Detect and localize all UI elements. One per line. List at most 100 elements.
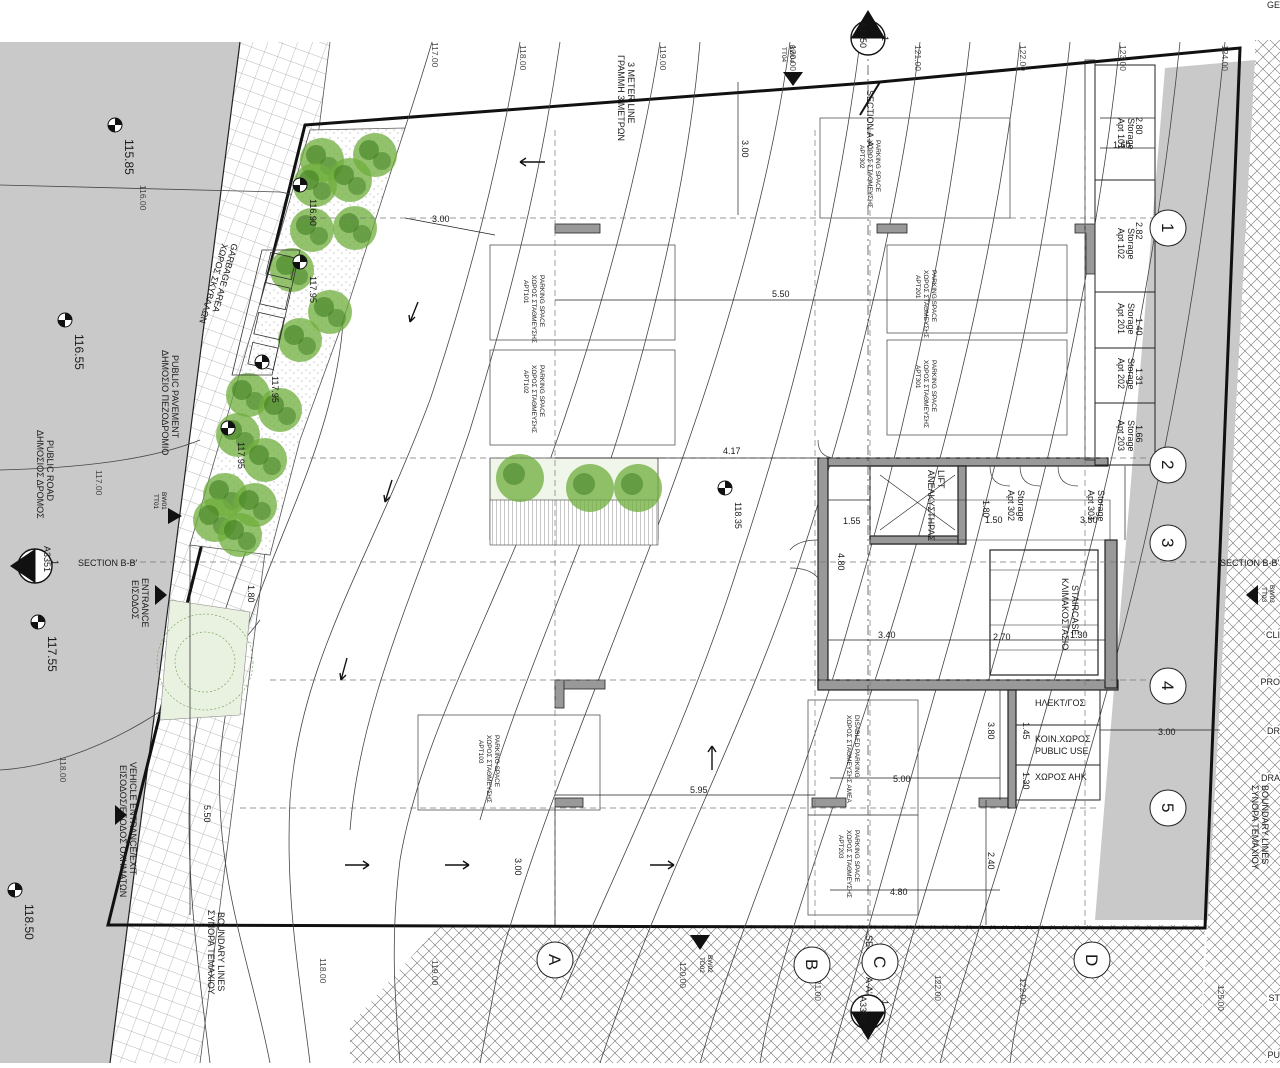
svg-text:Apt 202: Apt 202 [1116,358,1126,389]
tree-icon [328,158,372,202]
parking-labels: PARKING SPACE ΧΩΡΟΣ ΣΤΑΘΜΕΥΣΗΣ APT101 PA… [477,140,937,898]
contour-label: 120.00 [788,45,798,71]
svg-text:4.80: 4.80 [890,887,908,897]
svg-text:ΧΩΡΟΣ ΣΤΑΘΜΕΥΣΗΣ: ΧΩΡΟΣ ΣΤΑΘΜΕΥΣΗΣ [922,270,929,338]
svg-text:PARKING SPACE: PARKING SPACE [874,140,881,193]
svg-text:1.66: 1.66 [1134,425,1144,443]
svg-text:PARKING SPACE: PARKING SPACE [493,735,500,788]
elevation-marker: 115.85 [107,117,136,175]
contour-label: 116.00 [138,185,148,211]
svg-text:115.85: 115.85 [122,139,136,175]
section-symbol-left: 1 A3351 [10,546,60,584]
contour-label: 119.00 [430,960,440,986]
grid-bubble-number: 3 [1149,524,1187,562]
section-symbol-bottom: 1 A3350 [850,994,890,1040]
tree-icon [496,454,544,502]
trees [193,133,397,557]
elevation-marker: 117.55 [30,614,59,672]
elevation-marker: 118.35 [717,480,743,529]
lift-label-gr: ΑΝΕΛΚΥΣΤΗΡΑΣ [926,470,936,541]
elevation-marker: 118.50 [7,882,36,940]
svg-text:3: 3 [1158,538,1177,547]
svg-text:3.00: 3.00 [1158,727,1176,737]
svg-text:2.70: 2.70 [993,632,1011,642]
svg-text:ΧΩΡΟΣ ΣΤΑΘΜΕΥΣΗΣ: ΧΩΡΟΣ ΣΤΑΘΜΕΥΣΗΣ [922,360,929,428]
svg-text:Apt 301: Apt 301 [1086,490,1096,521]
building-core [817,59,1119,809]
svg-text:APT101: APT101 [522,280,529,304]
svg-text:BW01: BW01 [160,492,167,510]
contour-label: 125.00 [1216,985,1226,1011]
contour-labels: 116.00 117.00 117.00 118.00 118.00 119.0… [58,42,1230,1011]
svg-text:Storage: Storage [1126,118,1136,150]
svg-text:A: A [545,954,564,966]
contour-label: 120.00 [678,962,688,988]
svg-text:BW02: BW02 [706,955,713,973]
staircase-label: STAIRCASE [1070,585,1080,635]
svg-text:A3350: A3350 [858,22,868,48]
traffic-arrows [339,157,717,870]
pavement-label: PUBLIC PAVEMENT [170,355,180,439]
svg-text:D: D [1082,954,1101,966]
contour-label: 123.00 [1118,45,1128,71]
svg-text:PARKING SPACE: PARKING SPACE [538,275,545,328]
elevation-marker: 117.95 [254,354,280,403]
grid-bubble-letter: D [1073,941,1111,979]
dimension-lines [189,82,1220,925]
contour-label: 117.00 [430,42,440,68]
svg-text:117.55: 117.55 [45,636,59,672]
svg-text:1.40: 1.40 [1134,318,1144,336]
edge-label: DRA [1259,773,1280,783]
tree-icon [243,438,287,482]
public-use-label: PUBLIC USE [1035,746,1089,756]
section-symbol-top: 1 A3350 [850,10,890,56]
svg-text:DISABLED PARKING: DISABLED PARKING [853,715,860,778]
svg-text:Storage: Storage [1126,420,1136,452]
svg-text:Storage: Storage [1016,490,1026,522]
sheet-edge-labels: GE CLI PRO DR DRA ST PU [1259,0,1280,1063]
svg-text:1: 1 [880,1000,890,1005]
svg-text:1.45: 1.45 [1021,722,1031,740]
boundary-label-gr: ΣΥΝΟΡΑ ΤΕΜΑΧΙΟΥ [206,910,216,994]
svg-text:1.55: 1.55 [843,516,861,526]
tree-icon [290,208,334,252]
svg-text:A3351: A3351 [42,546,52,572]
svg-text:B: B [802,959,821,970]
edge-label: ST [1267,993,1280,1003]
grid-bubble-letter: A [536,941,574,979]
svg-text:3.00: 3.00 [740,140,750,158]
svg-text:3.80: 3.80 [986,722,996,740]
svg-text:ΧΩΡΟΣ ΣΤΑΘΜΕΥΣΗΣ: ΧΩΡΟΣ ΣΤΑΘΜΕΥΣΗΣ [866,140,873,208]
vehicle-entrance-label-gr: ΕΙΣΟΔΟΣ/ΕΞΟΔΟΣ ΟΧΗΜΑΤΩΝ [118,765,128,897]
tree-icon [258,388,302,432]
tree-icon [308,290,352,334]
entrance-label: ENTRANCE [140,578,150,628]
svg-text:5.50: 5.50 [202,805,212,823]
svg-text:C: C [870,956,889,968]
edge-label: GE [1265,0,1280,10]
svg-text:2.80: 2.80 [1134,117,1144,135]
svg-text:4.17: 4.17 [723,446,741,456]
meter-line-label-gr: ΓΡΑΜΜΗ 3 ΜΕΤΡΩΝ [616,55,626,141]
elevation-marker: 116.90 [292,177,318,226]
svg-text:5: 5 [1158,803,1177,812]
svg-text:PARKING SPACE: PARKING SPACE [538,365,545,418]
svg-text:1: 1 [880,36,890,41]
parking-bays [417,117,1068,916]
boundary-label-right: BOUNDARY LINES [1260,785,1270,864]
svg-text:Storage: Storage [1126,228,1136,260]
svg-text:TT03: TT03 [1260,587,1267,603]
pavement-label-gr: ΔΗΜΟΣΙΟ ΠΕΖΟΔΡΟΜΙΟ [160,350,170,455]
staircase-label-gr: ΚΛΙΜΑΚΟΣΤΑΣΙΟ [1060,578,1070,650]
section-b-label-left: SECTION B-B' [78,558,138,568]
public-road-label-gr: ΔΗΜΟΣΙΟΣ ΔΡΟΜΟΣ [35,430,45,519]
boundary-wall-markers: BW01 TT01 BW02 TD02 BW04 TT04 BW03 TT03 [115,45,1275,973]
contour-label: 122.00 [1018,978,1028,1004]
grid-bubble-number: 4 [1149,667,1187,705]
svg-text:5.95: 5.95 [690,785,708,795]
svg-text:APT203: APT203 [837,835,844,859]
svg-text:1.30: 1.30 [1070,630,1088,640]
elevation-marker: 117.95 [292,254,318,303]
